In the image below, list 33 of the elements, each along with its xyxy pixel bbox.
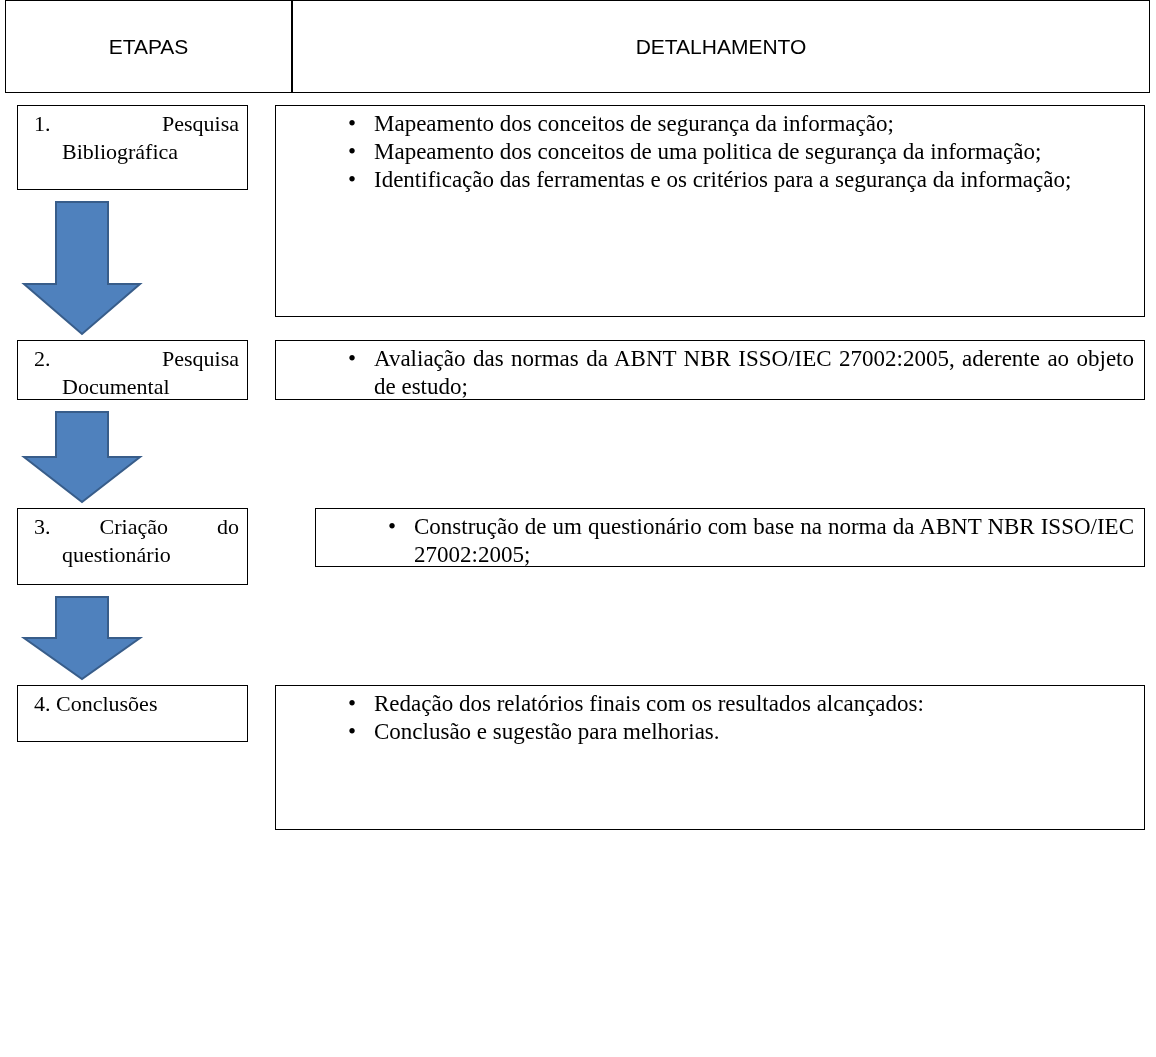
bullet-marker: • bbox=[348, 166, 358, 194]
step-label: 1. Pesquisa Bibliográfica bbox=[33, 110, 239, 166]
bullet-marker: • bbox=[388, 513, 398, 541]
step-label: 3. Criação do questionário bbox=[33, 513, 239, 569]
bullet-text: Avaliação das normas da ABNT NBR ISSO/IEC 27002:2005, aderente ao objeto de estudo; bbox=[374, 345, 1134, 401]
detail-box bbox=[275, 685, 1145, 830]
block-arrow bbox=[21, 201, 143, 336]
bullet-text: Conclusão e sugestão para melhorias. bbox=[374, 718, 721, 746]
bullet-marker: • bbox=[348, 718, 358, 746]
step-box bbox=[17, 340, 248, 400]
bullet-text: Identificação das ferramentas e os critérios para a segurança da informação; bbox=[374, 166, 1073, 194]
column-heading: ETAPAS bbox=[108, 33, 189, 60]
step-box bbox=[17, 508, 248, 585]
header-cell bbox=[5, 0, 292, 93]
step-box bbox=[17, 105, 248, 190]
detail-box bbox=[275, 105, 1145, 317]
block-arrow bbox=[21, 411, 143, 504]
bullet-marker: • bbox=[348, 345, 358, 373]
step-label: 2. Pesquisa Documental bbox=[33, 345, 239, 401]
bullet-text: Redação dos relatórios finais com os resultados alcançados: bbox=[374, 690, 925, 718]
header-cell bbox=[292, 0, 1150, 93]
step-box bbox=[17, 685, 248, 742]
bullet-marker: • bbox=[348, 690, 358, 718]
detail-box bbox=[275, 340, 1145, 400]
bullet-marker: • bbox=[348, 138, 358, 166]
block-arrow bbox=[20, 596, 144, 681]
step-label: 4. Conclusões bbox=[33, 690, 159, 718]
detail-box bbox=[315, 508, 1145, 567]
bullet-text: Construção de um questionário com base na norma da ABNT NBR ISSO/IEC 27002:2005; bbox=[414, 513, 1134, 569]
bullet-marker: • bbox=[348, 110, 358, 138]
column-heading: DETALHAMENTO bbox=[635, 33, 807, 60]
bullet-text: Mapeamento dos conceitos de segurança da informação; bbox=[374, 110, 895, 138]
bullet-text: Mapeamento dos conceitos de uma politica de segurança da informação; bbox=[374, 138, 1043, 166]
